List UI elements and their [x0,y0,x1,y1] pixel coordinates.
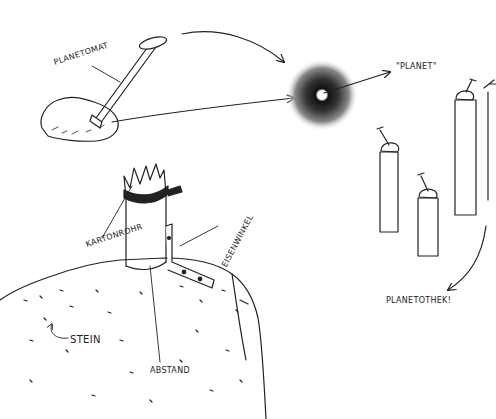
mini-rock [456,91,474,100]
pillar [380,152,398,232]
rock-large [0,258,266,419]
leader-line [92,66,120,82]
rod-clamp [90,115,102,128]
arrow [112,98,294,122]
mini-rod [466,79,476,92]
rod-cap [138,35,168,52]
strap-tail [168,186,182,196]
arrow [182,32,284,62]
rock-shading [24,286,242,402]
rock-shading [52,125,104,134]
handwritten-label: KARTONROHR [85,222,144,249]
pillar [487,92,488,200]
leader-line [150,266,160,362]
pillar [455,100,476,215]
tube-edge [126,262,166,269]
mini-rock [381,143,399,152]
handwritten-label: PLANETOTHEK! [386,296,451,305]
planet [286,59,358,131]
leader-line [51,324,68,338]
bracket-screw [182,270,186,274]
rod [96,44,156,121]
leader-line [180,226,218,246]
rock-crack [232,274,248,360]
arrow [448,226,486,290]
handwritten-label: PLANETOMAT [53,41,110,67]
handwritten-label: ABSTAND [150,366,190,375]
handwritten-label: EISENWINKEL [220,213,255,268]
mini-rod [377,127,389,145]
bracket-screw [168,237,171,240]
handwritten-label: STEIN [70,334,101,345]
arrow [324,72,390,93]
mini-rod [484,80,496,88]
pillar [418,198,438,256]
bracket-screw [198,277,202,281]
handwritten-label: "PLANET" [396,62,437,71]
iron-bracket [166,224,214,288]
mini-rod [418,173,428,191]
